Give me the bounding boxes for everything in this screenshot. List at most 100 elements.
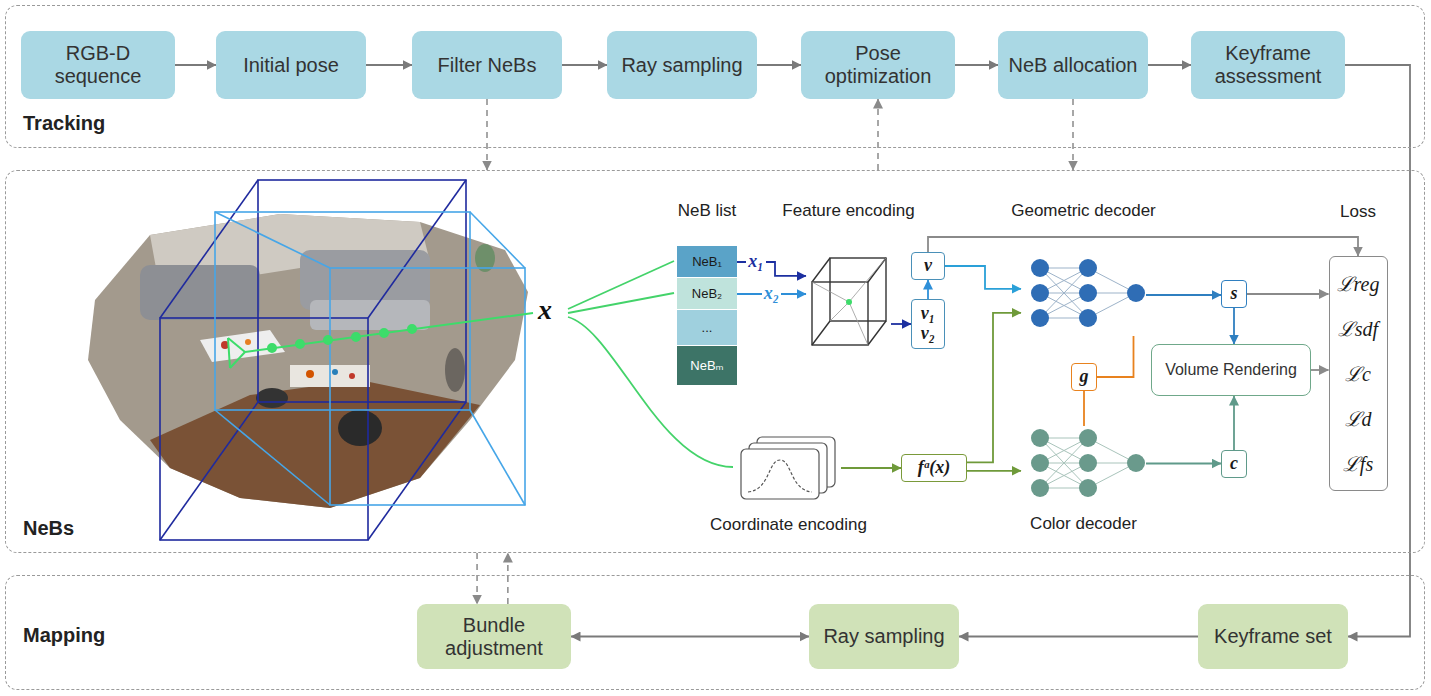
color-network xyxy=(1031,454,1049,472)
geometric-network xyxy=(1079,259,1097,277)
connector xyxy=(955,64,998,66)
volume-rendering-box: Volume Rendering xyxy=(1151,344,1311,396)
room-scene xyxy=(306,370,314,378)
connector xyxy=(1311,369,1329,371)
loss-term: ℒfs xyxy=(1343,450,1373,477)
feature-vector: v₁v₂ xyxy=(911,299,945,349)
encoding-pages xyxy=(741,437,835,499)
variable-label: v₁ xyxy=(921,304,935,324)
process-box: Filter NeBs xyxy=(412,31,562,99)
color-decoder: Color decoder xyxy=(1021,426,1146,501)
connector xyxy=(1233,396,1235,450)
loss-box: Lossℒregℒsdfℒcℒdℒfs xyxy=(1329,256,1388,491)
connector xyxy=(571,636,809,638)
process-box: Pose optimization xyxy=(801,31,955,99)
neb-box-outline xyxy=(215,212,470,410)
room-scene xyxy=(349,373,355,379)
process-box: NeB allocation xyxy=(998,31,1148,99)
camera-ray xyxy=(352,333,360,341)
box-label: Volume Rendering xyxy=(1165,360,1297,379)
box-label: NeB allocation xyxy=(1009,54,1138,77)
neb-box-outline xyxy=(160,318,368,540)
feature-grid-cube xyxy=(868,321,886,345)
camera-ray xyxy=(268,344,276,352)
variable-label: v₂ xyxy=(921,324,935,344)
box-label: Filter NeBs xyxy=(438,54,537,77)
color-network xyxy=(1079,429,1097,447)
feature-vector: v xyxy=(911,252,945,280)
process-box: Keyframe set xyxy=(1198,604,1348,669)
neb-box-outline xyxy=(470,410,525,505)
panel-label: NeBs xyxy=(23,517,74,540)
connector xyxy=(1072,99,1074,170)
connector xyxy=(1097,336,1134,377)
neb-box-outline xyxy=(215,410,330,505)
sample-point-links xyxy=(568,261,733,467)
heading: Geometric decoder xyxy=(1011,201,1156,221)
box-label: Initial pose xyxy=(243,54,339,77)
geometric-network xyxy=(1079,309,1097,327)
neb-box-outline xyxy=(368,180,466,318)
heading: NeB list xyxy=(678,201,737,221)
connector xyxy=(927,280,929,299)
feature-grid-cube xyxy=(830,258,886,321)
neb-cell: NeBₘ xyxy=(677,346,737,386)
room-scene xyxy=(140,265,260,320)
camera-ray xyxy=(228,338,230,368)
sdf-value: s xyxy=(1221,280,1247,308)
edge-label: x₂ xyxy=(762,284,781,304)
loss-term: ℒsdf xyxy=(1338,315,1378,342)
room-scene xyxy=(256,388,288,408)
geometric-network xyxy=(1031,309,1049,327)
connector xyxy=(175,64,216,66)
box-label: Keyframe assessment xyxy=(1199,42,1337,88)
neb-box-outline xyxy=(258,180,466,402)
color-network xyxy=(1079,454,1097,472)
connector xyxy=(945,266,1021,289)
neb-cell: NeB₁ xyxy=(677,246,737,278)
box-label: NeBₘ xyxy=(690,358,723,373)
neb-box-outline xyxy=(160,180,466,540)
connector xyxy=(1146,463,1221,465)
positional-encoding: fᵅ(x) xyxy=(901,454,967,482)
neb-cell: NeB₂ xyxy=(677,278,737,310)
camera-ray xyxy=(228,313,533,368)
neb-box-outline xyxy=(160,402,258,540)
encoding-pages xyxy=(741,449,819,499)
box-label: Ray sampling xyxy=(621,54,742,77)
mapping-panel: MappingBundle adjustmentRay samplingKeyf… xyxy=(5,575,1425,690)
geometric-network xyxy=(1031,259,1145,327)
geometric-network xyxy=(1031,259,1049,277)
connector xyxy=(1146,294,1221,296)
connectors xyxy=(175,65,1410,637)
connector xyxy=(1083,391,1085,426)
color-network xyxy=(1127,454,1145,472)
feature-grid-cube xyxy=(846,299,852,305)
coordinate-encoding: Coordinate encoding xyxy=(736,433,841,503)
connector xyxy=(891,323,911,325)
encoding-pages xyxy=(748,460,812,492)
room-scene xyxy=(332,369,338,375)
geometric-decoder: Geometric decoder xyxy=(1021,256,1146,336)
color-network xyxy=(1031,479,1049,497)
loss-term: ℒd xyxy=(1345,405,1372,432)
variable-label: x xyxy=(538,294,552,326)
geometric-network xyxy=(1031,284,1049,302)
heading: Loss xyxy=(1340,202,1376,222)
connector xyxy=(1233,308,1235,344)
panel-label: Mapping xyxy=(23,624,105,647)
box-label: NeB₁ xyxy=(692,254,722,269)
variable-label: fᵅ(x) xyxy=(918,458,950,478)
connector xyxy=(877,99,879,170)
loss-term: ℒreg xyxy=(1337,270,1380,297)
room-scene xyxy=(445,348,465,392)
heading: Coordinate encoding xyxy=(710,515,867,535)
color-network xyxy=(1031,429,1145,497)
connector xyxy=(507,553,509,604)
feature-grid-cube xyxy=(849,302,868,345)
connector xyxy=(967,470,1021,472)
camera-ray xyxy=(324,336,332,344)
connector xyxy=(562,64,607,66)
process-box: RGB-D sequence xyxy=(21,31,175,99)
